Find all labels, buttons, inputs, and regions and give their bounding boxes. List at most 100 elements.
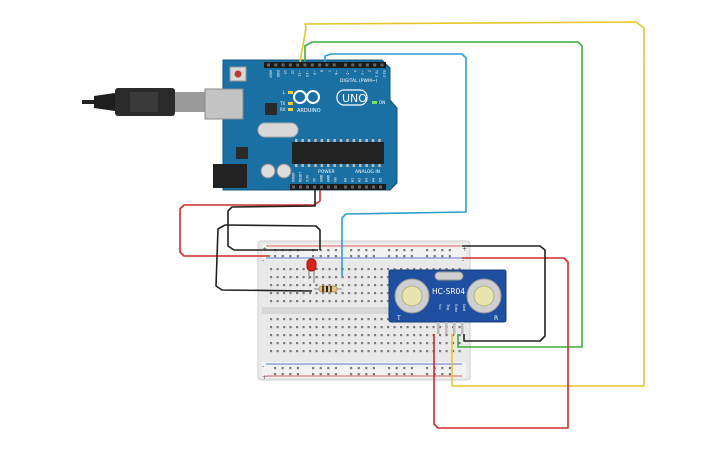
breadboard-hole[interactable] (341, 318, 344, 321)
rail-hole[interactable] (327, 255, 330, 258)
breadboard-hole[interactable] (374, 300, 377, 303)
breadboard-hole[interactable] (458, 326, 461, 329)
breadboard-hole[interactable] (322, 342, 325, 345)
rail-hole[interactable] (388, 373, 391, 376)
digital-pin-sockets[interactable] (267, 63, 384, 67)
breadboard-hole[interactable] (348, 326, 351, 329)
breadboard-hole[interactable] (387, 276, 390, 279)
breadboard-hole[interactable] (315, 300, 318, 303)
breadboard-hole[interactable] (302, 334, 305, 337)
breadboard-hole[interactable] (296, 276, 299, 279)
rail-hole[interactable] (312, 367, 315, 370)
breadboard-hole[interactable] (406, 342, 409, 345)
breadboard-hole[interactable] (270, 284, 273, 287)
breadboard-hole[interactable] (341, 350, 344, 353)
breadboard-hole[interactable] (419, 326, 422, 329)
breadboard-hole[interactable] (270, 292, 273, 295)
wire-black-led-gnd[interactable] (215, 224, 313, 292)
rail-hole[interactable] (441, 367, 444, 370)
breadboard-hole[interactable] (426, 350, 429, 353)
breadboard-hole[interactable] (296, 318, 299, 321)
wire-green-echo[interactable] (304, 41, 583, 348)
rail-hole[interactable] (365, 367, 368, 370)
wire-red-5v[interactable] (179, 190, 321, 257)
rail-hole[interactable] (296, 367, 299, 370)
breadboard-hole[interactable] (393, 268, 396, 271)
breadboard-hole[interactable] (309, 350, 312, 353)
resistor[interactable] (314, 285, 342, 293)
breadboard-hole[interactable] (289, 350, 292, 353)
breadboard-hole[interactable] (289, 284, 292, 287)
breadboard-hole[interactable] (335, 276, 338, 279)
breadboard-hole[interactable] (348, 350, 351, 353)
rail-hole[interactable] (426, 249, 429, 252)
breadboard-hole[interactable] (445, 350, 448, 353)
breadboard-hole[interactable] (309, 292, 312, 295)
breadboard-hole[interactable] (380, 326, 383, 329)
breadboard-hole[interactable] (387, 334, 390, 337)
digital-pin-socket[interactable] (373, 63, 377, 67)
breadboard-hole[interactable] (458, 342, 461, 345)
breadboard-hole[interactable] (406, 326, 409, 329)
breadboard-hole[interactable] (400, 334, 403, 337)
header-pin-socket[interactable] (379, 185, 382, 189)
breadboard-hole[interactable] (354, 276, 357, 279)
breadboard-hole[interactable] (270, 300, 273, 303)
breadboard-hole[interactable] (328, 326, 331, 329)
wire-red-sensor-vcc[interactable] (433, 257, 569, 429)
breadboard-hole[interactable] (361, 326, 364, 329)
digital-pin-socket[interactable] (351, 63, 355, 67)
rail-hole[interactable] (350, 255, 353, 258)
breadboard-hole[interactable] (393, 350, 396, 353)
breadboard-hole[interactable] (348, 334, 351, 337)
breadboard-hole[interactable] (439, 326, 442, 329)
breadboard-hole[interactable] (302, 292, 305, 295)
breadboard-hole[interactable] (296, 268, 299, 271)
rail-hole[interactable] (388, 367, 391, 370)
breadboard-hole[interactable] (341, 334, 344, 337)
breadboard-hole[interactable] (315, 276, 318, 279)
rail-hole[interactable] (274, 255, 277, 258)
header-pin-socket[interactable] (358, 185, 361, 189)
rail-hole[interactable] (334, 373, 337, 376)
breadboard-hole[interactable] (367, 292, 370, 295)
breadboard-hole[interactable] (309, 276, 312, 279)
digital-pin-socket[interactable] (274, 63, 278, 67)
breadboard-hole[interactable] (458, 350, 461, 353)
sensor-pin[interactable] (437, 322, 440, 334)
breadboard-hole[interactable] (315, 284, 318, 287)
sensor-pin[interactable] (445, 322, 448, 334)
breadboard-hole[interactable] (315, 318, 318, 321)
breadboard-hole[interactable] (445, 268, 448, 271)
rail-hole[interactable] (289, 367, 292, 370)
rail-hole[interactable] (372, 373, 375, 376)
digital-pin-socket[interactable] (332, 63, 336, 67)
breadboard-hole[interactable] (315, 342, 318, 345)
breadboard-hole[interactable] (374, 268, 377, 271)
breadboard-hole[interactable] (315, 326, 318, 329)
rail-hole[interactable] (403, 373, 406, 376)
rail-hole[interactable] (365, 255, 368, 258)
breadboard-hole[interactable] (276, 350, 279, 353)
breadboard-hole[interactable] (283, 326, 286, 329)
breadboard-hole[interactable] (270, 326, 273, 329)
breadboard-hole[interactable] (354, 318, 357, 321)
digital-pin-socket[interactable] (288, 63, 292, 67)
breadboard-hole[interactable] (283, 318, 286, 321)
breadboard-hole[interactable] (374, 350, 377, 353)
breadboard-hole[interactable] (419, 350, 422, 353)
breadboard-hole[interactable] (302, 300, 305, 303)
breadboard-hole[interactable] (413, 268, 416, 271)
breadboard-hole[interactable] (328, 318, 331, 321)
breadboard-hole[interactable] (400, 350, 403, 353)
breadboard-hole[interactable] (296, 334, 299, 337)
wire-black-sensor-gnd[interactable] (462, 245, 546, 342)
breadboard-hole[interactable] (276, 342, 279, 345)
breadboard-hole[interactable] (380, 334, 383, 337)
wire-black-rail-link[interactable] (224, 224, 321, 250)
breadboard-hole[interactable] (380, 284, 383, 287)
breadboard-hole[interactable] (387, 318, 390, 321)
breadboard-hole[interactable] (322, 326, 325, 329)
digital-pin-socket[interactable] (325, 63, 329, 67)
